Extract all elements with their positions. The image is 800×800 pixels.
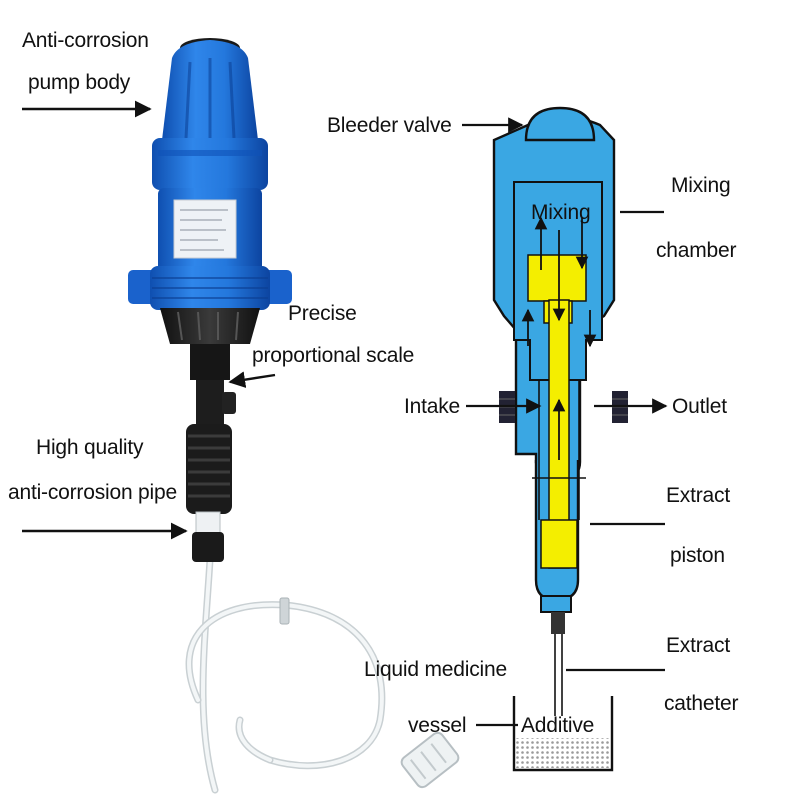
label-pump-body-1: Anti-corrosion	[22, 29, 149, 52]
catheter-nozzle	[551, 612, 565, 634]
bleeder-dome	[524, 106, 596, 142]
label-intake: Intake	[404, 395, 461, 418]
label-additive: Additive	[521, 714, 595, 737]
piston-head	[527, 254, 587, 302]
scale-stem	[190, 344, 230, 380]
label-pump-body-2: pump body	[28, 71, 131, 94]
label-mixing-inner: Mixing	[531, 201, 591, 224]
label-extract-catheter-1: Extract	[666, 634, 730, 657]
strainer	[400, 731, 460, 789]
pump-photo	[128, 38, 460, 794]
label-bleeder-valve: Bleeder valve	[327, 114, 452, 137]
label-mixing-chamber-1: Mixing	[671, 174, 731, 197]
additive-liquid	[516, 738, 610, 768]
corrugated-pipe	[186, 424, 232, 514]
label-scale-2: proportional scale	[252, 344, 415, 367]
cutaway-diagram	[492, 106, 628, 772]
hose	[185, 556, 386, 794]
collar	[152, 138, 268, 190]
label-extract-catheter-2: catheter	[664, 692, 739, 715]
label-vessel-1: Liquid medicine	[364, 658, 507, 681]
right-arrows	[462, 117, 668, 727]
label-extract-piston-2: piston	[670, 544, 725, 567]
left-arrows	[22, 100, 276, 540]
label-pipe-1: High quality	[36, 436, 144, 459]
medicine-vessel	[512, 696, 614, 772]
scale-nut	[160, 308, 260, 344]
label-extract-piston-1: Extract	[666, 484, 730, 507]
label-vessel-2: vessel	[408, 714, 467, 737]
label-mixing-chamber-2: chamber	[656, 239, 737, 262]
label-scale-1: Precise	[288, 302, 357, 325]
label-pipe-2: anti-corrosion pipe	[8, 481, 177, 504]
hose-nut	[192, 532, 224, 562]
label-outlet: Outlet	[672, 395, 727, 418]
product-label	[173, 199, 237, 259]
hose-clip	[279, 597, 290, 625]
piston-lower	[540, 519, 578, 569]
